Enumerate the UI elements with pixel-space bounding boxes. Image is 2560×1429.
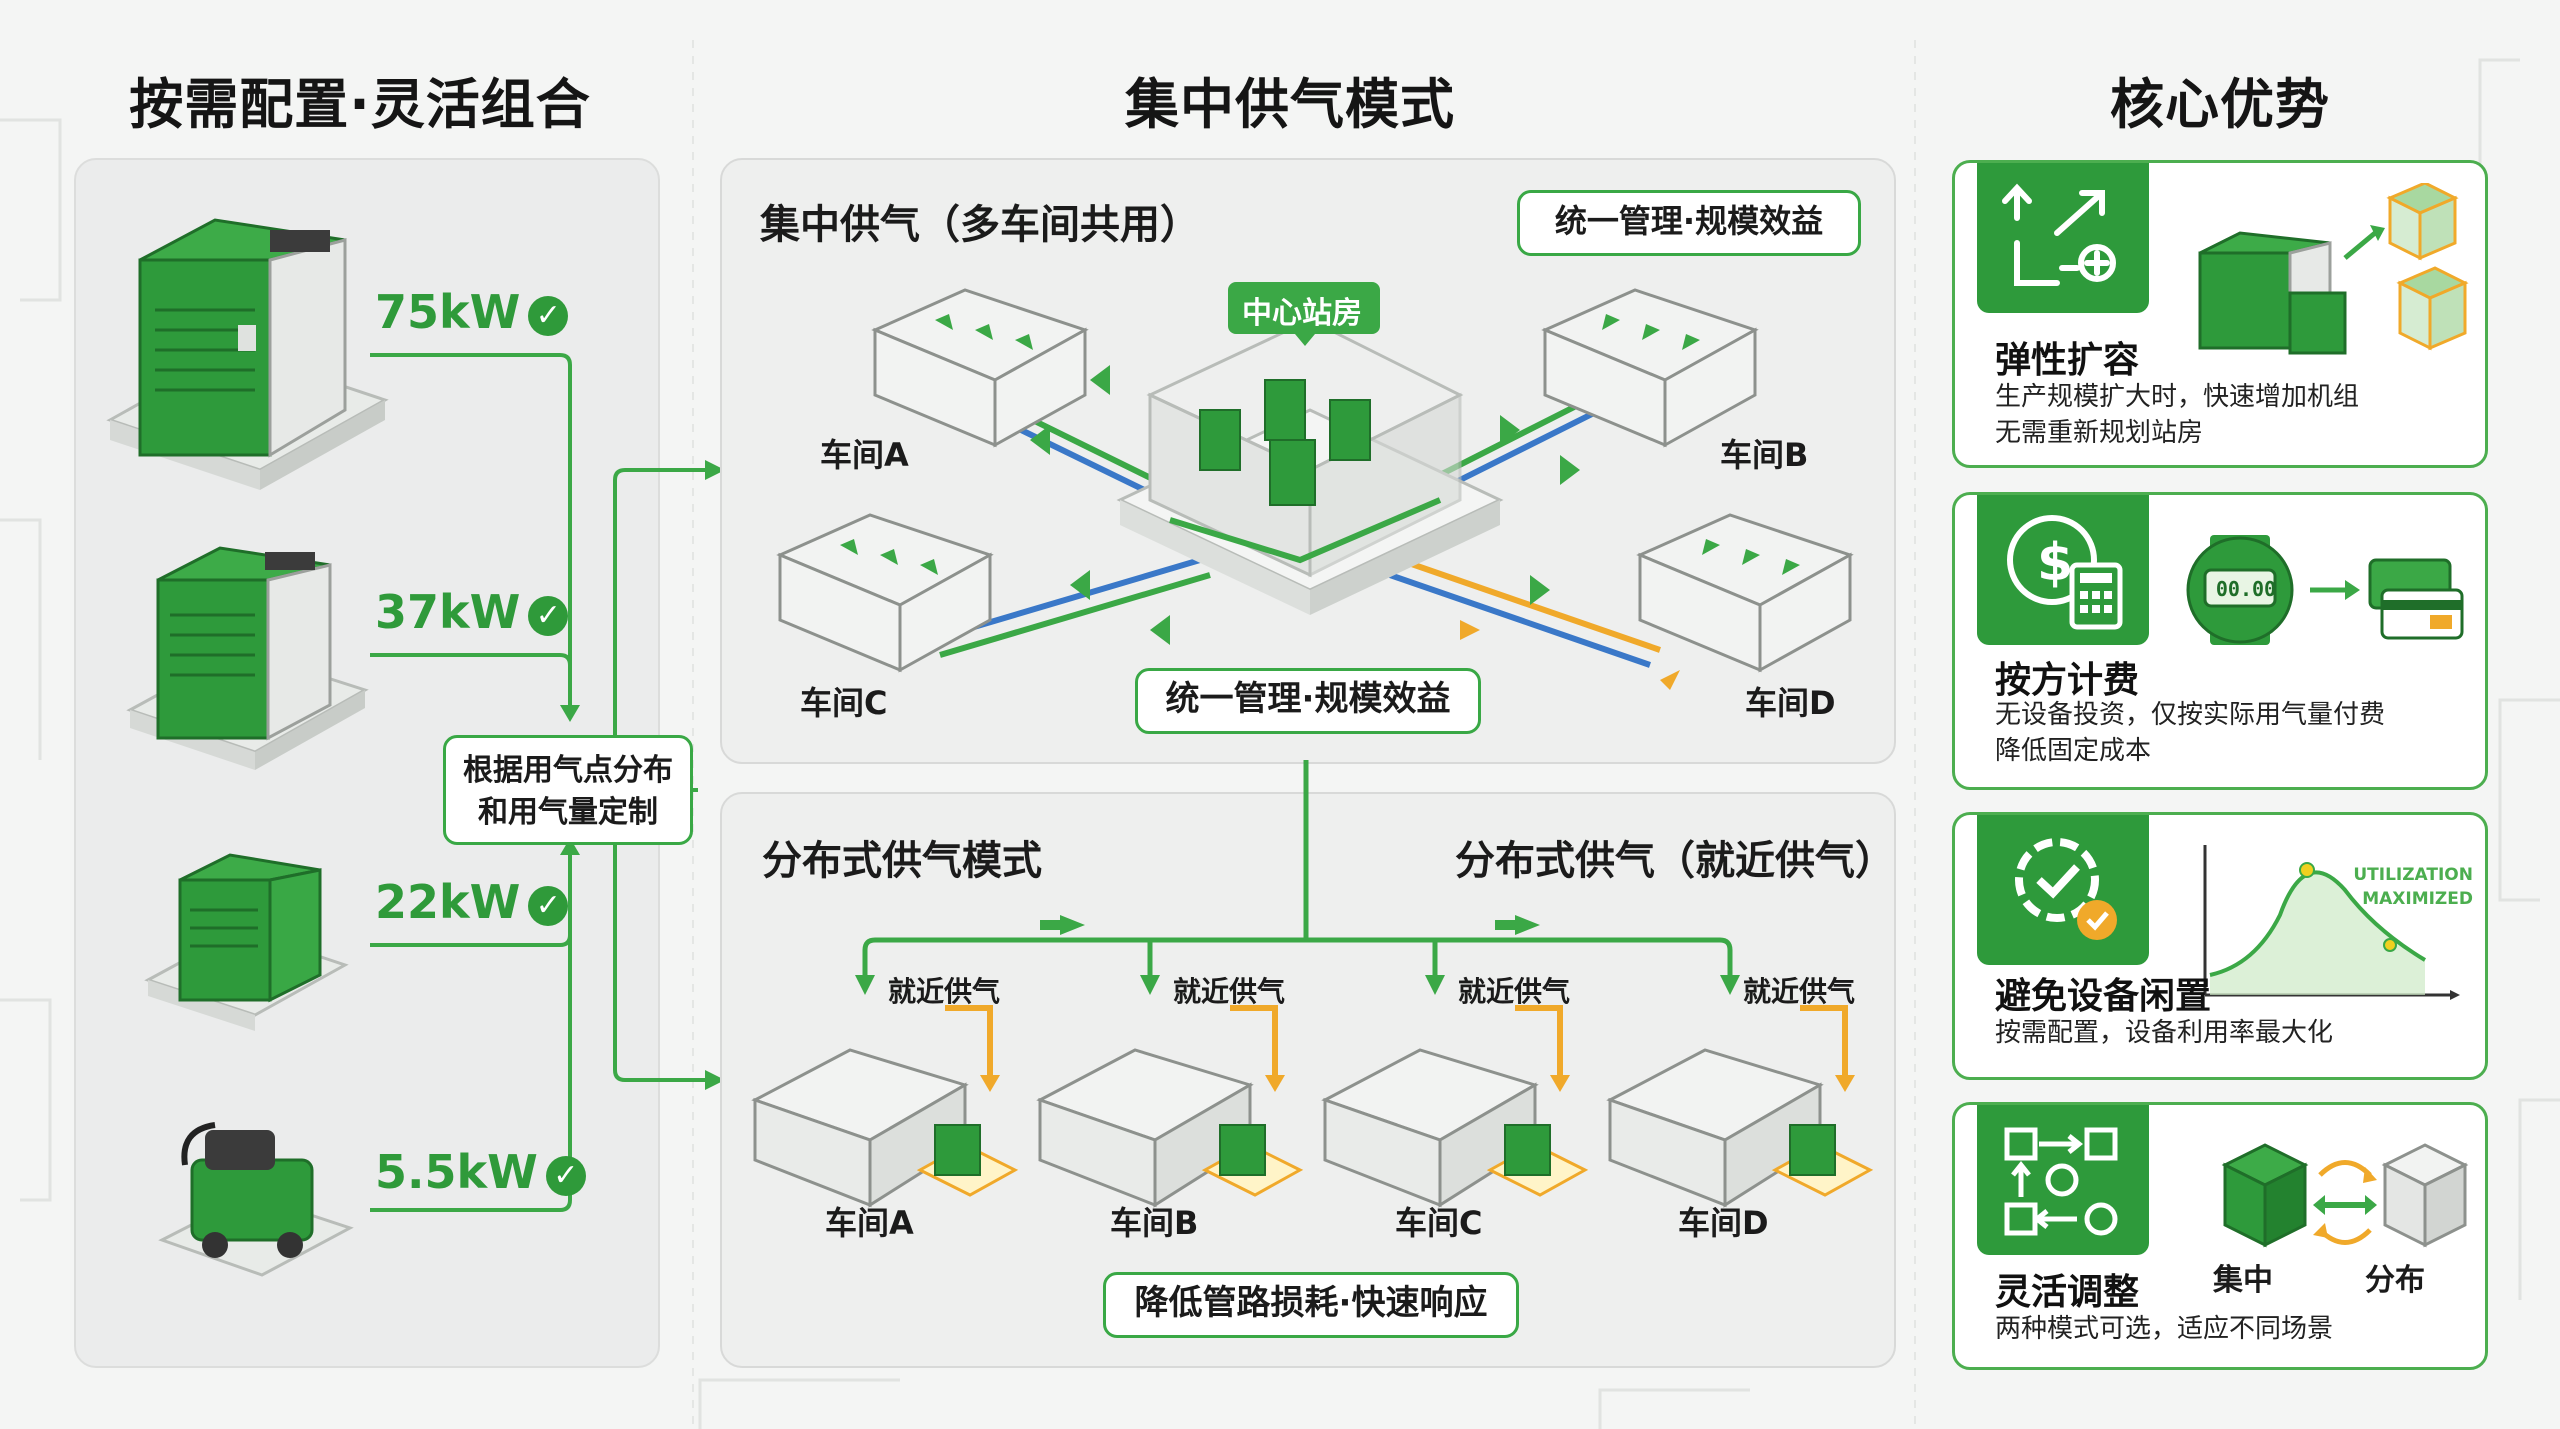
- central-workshop-d: 车间D: [1745, 684, 1836, 722]
- card-billing-desc-line1: 无设备投资，仅按实际用气量付费: [1995, 700, 2386, 730]
- near-supply-label-b: 就近供气: [1173, 975, 1286, 1008]
- dist-workshop-b: 车间B: [1110, 1204, 1199, 1242]
- advantage-card-utilization: UTILIZATION MAXIMIZED 避免设备闲置 按需配置，设备利用率最…: [1952, 812, 2488, 1080]
- gear-check-icon: [2015, 838, 2117, 940]
- compressor-units-illustration: [106, 218, 389, 1277]
- right-column-title: 核心优势: [2110, 73, 2330, 136]
- cube-label-distributed: 分布: [2365, 1263, 2425, 1298]
- check-icon: ✓: [528, 295, 569, 336]
- card-scaling-title: 弹性扩容: [1995, 340, 2140, 381]
- check-icon: ✓: [545, 1155, 586, 1196]
- power-37kw-label: 37kW✓: [375, 585, 569, 639]
- check-icon: ✓: [528, 885, 569, 926]
- utilization-text-line1: UTILIZATION: [2353, 865, 2473, 885]
- cube-label-centralized: 集中: [2213, 1263, 2273, 1298]
- expansion-units-icon: [2198, 183, 2469, 355]
- centralized-badge-top: 统一管理·规模效益: [1517, 190, 1861, 256]
- central-station-label: 中心站房: [1242, 296, 1362, 331]
- near-supply-label-d: 就近供气: [1743, 975, 1856, 1008]
- compressor-75kw-icon: [106, 218, 389, 490]
- card-utilization-desc: 按需配置，设备利用率最大化: [1995, 1015, 2333, 1051]
- svg-text:$: $: [2037, 533, 2073, 593]
- distributed-heading-right: 分布式供气（就近供气）: [1455, 838, 1895, 884]
- check-icon: ✓: [528, 595, 569, 636]
- custom-config-line1: 根据用气点分布: [463, 753, 673, 788]
- advantage-card-flexible: 集中 分布 灵活调整 两种模式可选，适应不同场景: [1952, 1102, 2488, 1370]
- flow-switch-icon: [2004, 1127, 2118, 1236]
- card-scaling-desc-line2: 无需重新规划站房: [1995, 418, 2204, 448]
- left-column-title: 按需配置·灵活组合: [129, 73, 591, 136]
- dollar-calculator-icon: $: [2007, 515, 2123, 630]
- central-workshop-b: 车间B: [1720, 436, 1809, 474]
- power-22kw-label: 22kW✓: [375, 875, 569, 929]
- centralized-distributed-cubes-icon: [2221, 1143, 2469, 1248]
- centralized-badge-bottom: 统一管理·规模效益: [1135, 668, 1481, 734]
- meter-card-icon: [2186, 535, 2464, 645]
- card-scaling-desc-line1: 生产规模扩大时，快速增加机组: [1995, 382, 2360, 412]
- dist-workshop-c: 车间C: [1395, 1204, 1483, 1242]
- card-flexible-desc: 两种模式可选，适应不同场景: [1995, 1311, 2333, 1347]
- flexible-icon-box: [1977, 1105, 2149, 1255]
- meter-readout: 00.00: [2215, 577, 2277, 601]
- utilization-icon-box: [1977, 815, 2149, 965]
- card-flexible-title: 灵活调整: [1995, 1272, 2140, 1313]
- near-supply-label-a: 就近供气: [888, 975, 1001, 1008]
- central-workshop-a: 车间A: [820, 436, 909, 474]
- advantage-card-scaling: 弹性扩容 生产规模扩大时，快速增加机组 无需重新规划站房: [1952, 160, 2488, 468]
- utilization-text-line2: MAXIMIZED: [2362, 889, 2473, 909]
- central-workshop-c: 车间C: [800, 684, 888, 722]
- dist-workshop-a: 车间A: [825, 1204, 914, 1242]
- card-scaling-desc: 生产规模扩大时，快速增加机组 无需重新规划站房: [1995, 379, 2359, 451]
- utilization-curve-chart: [2203, 845, 2460, 1000]
- near-supply-label-c: 就近供气: [1458, 975, 1571, 1008]
- middle-column-title: 集中供气模式: [1125, 73, 1455, 136]
- power-75kw-label: 75kW✓: [375, 285, 569, 339]
- scale-up-icon-box: [1977, 163, 2149, 313]
- card-billing-desc: 无设备投资，仅按实际用气量付费 降低固定成本: [1995, 697, 2385, 769]
- power-5.5kw-label: 5.5kW✓: [375, 1145, 586, 1199]
- compressor-37kw-icon: [126, 546, 369, 770]
- billing-icon-box: $: [1977, 495, 2149, 645]
- compressor-5.5kw-icon: [158, 1122, 354, 1277]
- card-flexible-desc-line1: 两种模式可选，适应不同场景: [1995, 1314, 2334, 1344]
- custom-config-line2: 和用气量定制: [478, 795, 658, 830]
- utilization-chart-text: UTILIZATION MAXIMIZED: [2323, 863, 2473, 911]
- distributed-badge-bottom: 降低管路损耗·快速响应: [1103, 1272, 1519, 1338]
- compressor-22kw-icon: [144, 853, 349, 1031]
- dist-workshop-d: 车间D: [1678, 1204, 1769, 1242]
- centralized-heading: 集中供气（多车间共用）: [760, 202, 1200, 248]
- scale-up-icon: [2002, 183, 2116, 286]
- advantage-card-billing: $ 00.00 按方计费 无设备投资，仅按实际用气量付费 降低固定成本: [1952, 492, 2488, 790]
- card-billing-desc-line2: 降低固定成本: [1995, 736, 2152, 766]
- card-utilization-desc-line1: 按需配置，设备利用率最大化: [1995, 1018, 2334, 1048]
- card-billing-title: 按方计费: [1995, 660, 2140, 701]
- card-utilization-title: 避免设备闲置: [1995, 976, 2212, 1017]
- custom-config-box: 根据用气点分布 和用气量定制: [443, 735, 693, 845]
- distributed-heading-left: 分布式供气模式: [762, 838, 1042, 884]
